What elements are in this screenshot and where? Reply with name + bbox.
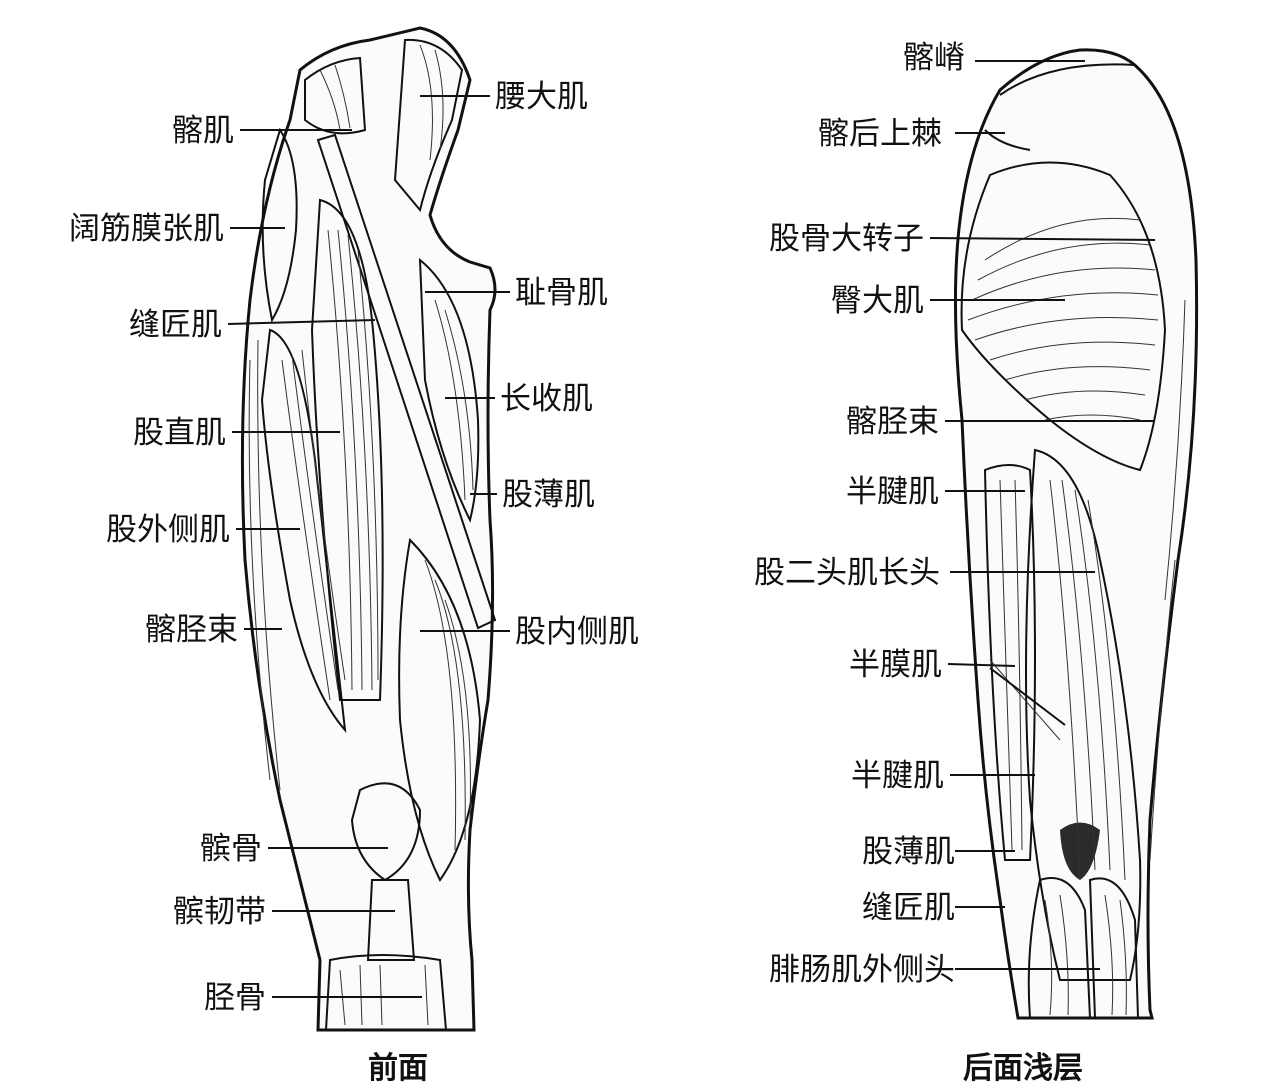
label-tensor-fasciae-latae: 阔筋膜张肌 — [69, 211, 224, 247]
anterior-fiber-hatching — [248, 44, 474, 1026]
anterior-caption: 前面 — [368, 1051, 428, 1086]
label-iliacus: 髂肌 — [172, 113, 234, 149]
label-biceps-femoris-long-head: 股二头肌长头 — [754, 555, 940, 591]
label-adductor-longus: 长收肌 — [500, 381, 593, 417]
leader-semimembranosus-b — [989, 667, 1066, 726]
posterior-view: 髂嵴 髂后上棘 股骨大转子 臀大肌 髂胫束 半腱肌 股二头肌长头 半膜肌 半腱肌… — [754, 40, 1199, 1086]
posterior-leader-lines — [929, 60, 1156, 970]
label-sartorius: 缝匠肌 — [129, 307, 222, 343]
label-iliac-crest: 髂嵴 — [903, 40, 965, 76]
label-pectineus: 耻骨肌 — [515, 275, 608, 311]
label-patellar-ligament: 髌韧带 — [173, 894, 266, 930]
label-iliotibial-tract: 髂胫束 — [846, 404, 939, 440]
label-tibia: 胫骨 — [204, 980, 266, 1016]
label-psoas-major: 腰大肌 — [495, 79, 588, 115]
label-vastus-lateralis: 股外侧肌 — [106, 512, 230, 548]
leader-sartorius — [227, 319, 376, 325]
label-posterior-superior-iliac-spine: 髂后上棘 — [818, 116, 942, 152]
anterior-labels: 髂肌 腰大肌 阔筋膜张肌 耻骨肌 缝匠肌 长收肌 股直肌 股薄肌 股外侧肌 髂胫… — [69, 79, 639, 1016]
label-semimembranosus: 半膜肌 — [849, 647, 942, 683]
anterior-view: 髂肌 腰大肌 阔筋膜张肌 耻骨肌 缝匠肌 长收肌 股直肌 股薄肌 股外侧肌 髂胫… — [69, 26, 639, 1086]
label-gastrocnemius-lateral-head: 腓肠肌外侧头 — [769, 952, 955, 988]
anterior-leader-lines — [227, 95, 510, 998]
leader-greater-trochanter — [929, 237, 1156, 241]
label-vastus-medialis: 股内侧肌 — [515, 614, 639, 650]
label-semitendinosus-upper: 半腱肌 — [846, 474, 939, 510]
label-gracilis: 股薄肌 — [502, 477, 595, 513]
posterior-labels: 髂嵴 髂后上棘 股骨大转子 臀大肌 髂胫束 半腱肌 股二头肌长头 半膜肌 半腱肌… — [754, 40, 965, 988]
label-patella: 髌骨 — [200, 831, 262, 867]
label-gracilis: 股薄肌 — [862, 834, 955, 870]
label-sartorius: 缝匠肌 — [862, 890, 955, 926]
label-rectus-femoris: 股直肌 — [133, 415, 226, 451]
posterior-leg-illustration — [953, 48, 1199, 1020]
label-iliotibial-tract: 髂胫束 — [145, 612, 238, 648]
leader-semimembranosus-a — [947, 663, 1016, 667]
label-greater-trochanter: 股骨大转子 — [769, 221, 924, 257]
posterior-fiber-hatching — [967, 217, 1186, 1016]
label-semitendinosus-lower: 半腱肌 — [851, 758, 944, 794]
anterior-leg-illustration — [240, 26, 497, 1032]
label-gluteus-maximus: 臀大肌 — [831, 283, 924, 319]
posterior-caption: 后面浅层 — [963, 1051, 1083, 1086]
